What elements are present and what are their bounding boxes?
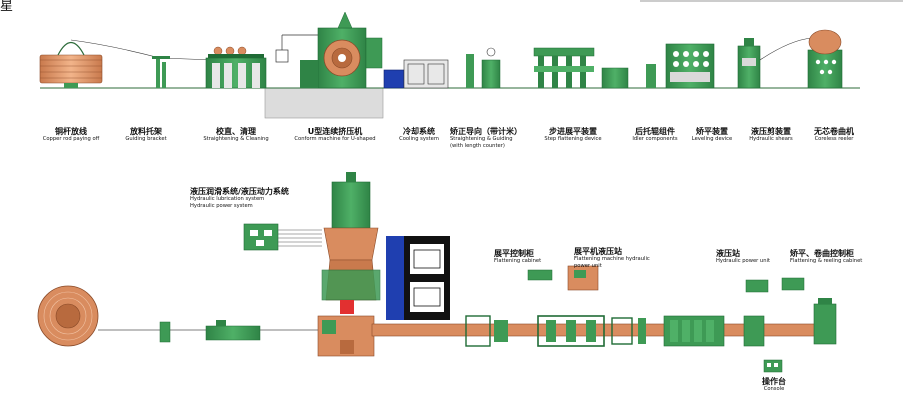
conform-extruder bbox=[300, 11, 383, 89]
label-hydraulic-shears: 液压剪装置 Hydraulic shears bbox=[742, 127, 800, 143]
label-cn: 冷却系统 bbox=[403, 127, 435, 136]
hydraulic-power-box bbox=[745, 279, 769, 293]
label-straightening-cleaning: 校直、清理 Straightening & Cleaning bbox=[192, 127, 280, 143]
strip-shear bbox=[743, 315, 765, 347]
step-flattener bbox=[533, 47, 595, 88]
label-cn: 液压润滑系统/液压动力系统 bbox=[190, 187, 289, 196]
label-en: Flattening cabinet bbox=[494, 258, 542, 265]
payoff-stand bbox=[39, 41, 103, 88]
label-cn: 展平机液压站 bbox=[574, 247, 622, 256]
small-guide bbox=[159, 321, 171, 343]
label-hydraulic-system: 液压润滑系统/液压动力系统 Hydraulic lubrication syst… bbox=[190, 187, 289, 209]
label-cn: 液压站 bbox=[716, 249, 740, 258]
label-cn: 无芯卷曲机 bbox=[814, 127, 854, 136]
label-step-flattening: 步进展平装置 Step flattening device bbox=[536, 127, 610, 143]
foundation-pit bbox=[264, 87, 384, 119]
label-flattening-hydraulic: 展平机液压站 Flattening machine hydraulic powe… bbox=[574, 247, 650, 269]
straightener-cleaner bbox=[205, 46, 267, 89]
strip-reeler bbox=[813, 303, 837, 345]
small-straightener bbox=[205, 325, 261, 341]
strip-flattener bbox=[537, 315, 605, 347]
flattening-cabinet-box bbox=[527, 269, 553, 281]
label-en: Hydraulic shears bbox=[749, 136, 793, 143]
label-straightening-guiding: 矫正导向（带计米） Straightening & Guiding (with … bbox=[450, 127, 532, 149]
label-cn: 操作台 bbox=[762, 377, 786, 386]
hydraulic-unit-box bbox=[243, 223, 322, 251]
label-reeling-cabinet: 矫平、卷曲控制柜 Flattening & reeling cabinet bbox=[790, 249, 863, 265]
cooling-system bbox=[383, 59, 449, 89]
label-en: Straightening & Cleaning bbox=[203, 136, 269, 143]
label-en: Console bbox=[763, 386, 785, 393]
label-en: Guiding bracket bbox=[125, 136, 167, 143]
coreless-reeler bbox=[807, 29, 843, 89]
label-cn: 矫平装置 bbox=[696, 127, 728, 136]
label-en: Flattening machine hydraulic bbox=[574, 256, 650, 263]
guiding-bracket bbox=[152, 56, 170, 88]
label-en: Cooling system bbox=[399, 136, 439, 143]
leveling-device bbox=[665, 43, 715, 89]
label-cn: 矫平、卷曲控制柜 bbox=[790, 249, 854, 258]
label-cn: 校直、清理 bbox=[216, 127, 256, 136]
top-production-line bbox=[39, 11, 860, 119]
copper-strip bbox=[371, 323, 835, 337]
label-copper-payoff: 铜杆放线 Copper rod paying off bbox=[38, 127, 104, 143]
label-idler-components: 后托辊组件 Idler components bbox=[624, 127, 686, 143]
label-flattening-cabinet: 展平控制柜 Flattening cabinet bbox=[494, 249, 542, 265]
label-cn: U型连续挤压机 bbox=[307, 127, 363, 136]
bottom-production-line bbox=[37, 172, 837, 373]
label-en-2: Hydraulic power system bbox=[190, 202, 253, 209]
label-en: Idler components bbox=[632, 136, 678, 143]
label-en: Leveling device bbox=[691, 136, 733, 143]
label-cn: 放料托架 bbox=[130, 127, 162, 136]
label-coreless-reeler: 无芯卷曲机 Coreless reeler bbox=[804, 127, 864, 143]
label-cn: 后托辊组件 bbox=[635, 127, 675, 136]
label-en-2: (with length counter) bbox=[450, 142, 505, 149]
hydraulic-shears bbox=[737, 38, 761, 89]
label-cn: 步进展平装置 bbox=[549, 127, 597, 136]
straightening-guiding bbox=[466, 47, 501, 89]
label-en: Hydraulic lubrication system bbox=[190, 196, 265, 203]
coil-payoff bbox=[37, 285, 99, 347]
corner-mark: 星 bbox=[0, 0, 14, 14]
console-box bbox=[763, 359, 783, 373]
label-en: Coreless reeler bbox=[814, 136, 854, 143]
label-en: Copper rod paying off bbox=[42, 136, 100, 143]
label-console: 操作台 Console bbox=[754, 377, 794, 393]
label-conform-machine: U型连续挤压机 Conform machine for U-shaped bbox=[282, 127, 388, 143]
reeling-cabinet-box bbox=[781, 277, 805, 291]
idler-components bbox=[601, 64, 656, 89]
control-cabinet-dark bbox=[386, 236, 450, 320]
label-en: Step flattening device bbox=[544, 136, 602, 143]
label-guiding-bracket: 放料托架 Guiding bracket bbox=[114, 127, 178, 143]
label-cn: 铜杆放线 bbox=[55, 127, 87, 136]
label-en: Flattening & reeling cabinet bbox=[790, 258, 863, 265]
label-en-2: power unit bbox=[574, 262, 602, 269]
label-cn: 矫正导向（带计米） bbox=[450, 127, 522, 136]
label-en: Hydraulic power unit bbox=[716, 258, 770, 265]
label-en: Conform machine for U-shaped bbox=[294, 136, 376, 143]
label-cn: 展平控制柜 bbox=[494, 249, 534, 258]
label-cooling-system: 冷却系统 Cooling system bbox=[390, 127, 448, 143]
label-leveling-device: 矫平装置 Leveling device bbox=[686, 127, 738, 143]
large-extruder-tower bbox=[317, 172, 381, 357]
label-en: Straightening & Guiding bbox=[450, 136, 513, 143]
label-hydraulic-power-unit: 液压站 Hydraulic power unit bbox=[716, 249, 770, 265]
label-cn: 液压剪装置 bbox=[751, 127, 791, 136]
strip-guide bbox=[465, 315, 491, 347]
